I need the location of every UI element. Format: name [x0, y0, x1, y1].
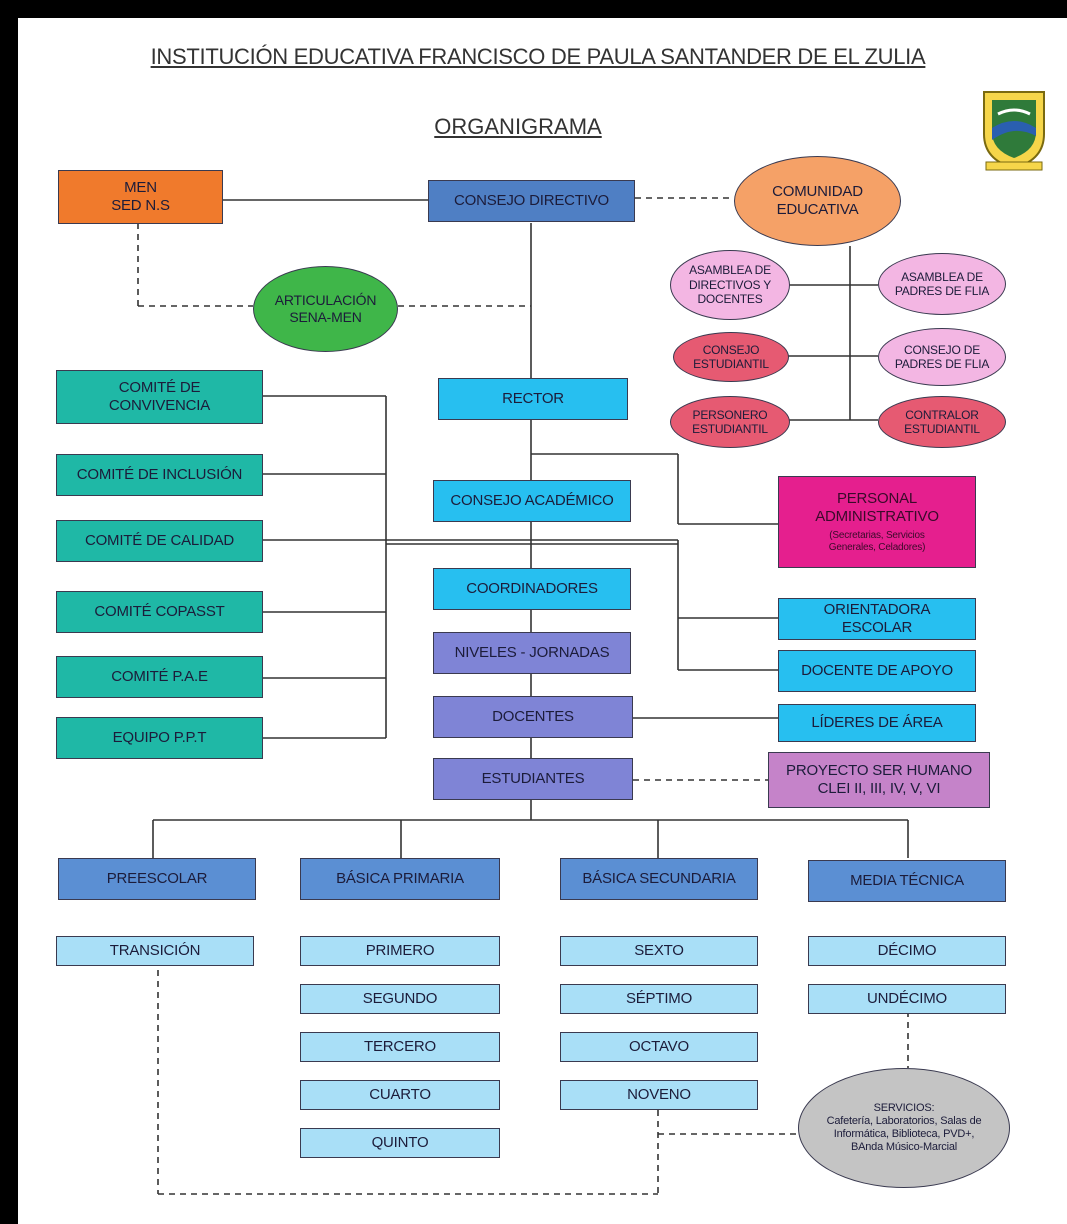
- decimo-box: DÉCIMO: [808, 936, 1006, 966]
- comite-calidad-box: COMITÉ DE CALIDAD: [56, 520, 263, 562]
- sexto-box: SEXTO: [560, 936, 758, 966]
- asamblea-directivos-ellipse: ASAMBLEA DE DIRECTIVOS Y DOCENTES: [670, 250, 790, 320]
- media-tecnica-box: MEDIA TÉCNICA: [808, 860, 1006, 902]
- comite-convivencia-box: COMITÉ DE CONVIVENCIA: [56, 370, 263, 424]
- consejo-academico-box: CONSEJO ACADÉMICO: [433, 480, 631, 522]
- basica-secundaria-box: BÁSICA SECUNDARIA: [560, 858, 758, 900]
- comite-pae-box: COMITÉ P.A.E: [56, 656, 263, 698]
- comite-copasst-box: COMITÉ COPASST: [56, 591, 263, 633]
- cuarto-box: CUARTO: [300, 1080, 500, 1110]
- consejo-padres-ellipse: CONSEJO DE PADRES DE FLIA: [878, 328, 1006, 386]
- quinto-box: QUINTO: [300, 1128, 500, 1158]
- septimo-box: SÉPTIMO: [560, 984, 758, 1014]
- contralor-estudiantil-ellipse: CONTRALOR ESTUDIANTIL: [878, 396, 1006, 448]
- comunidad-educativa-ellipse: COMUNIDAD EDUCATIVA: [734, 156, 901, 246]
- men-sed-box: MEN SED N.S: [58, 170, 223, 224]
- asamblea-padres-ellipse: ASAMBLEA DE PADRES DE FLIA: [878, 253, 1006, 315]
- lideres-area-box: LÍDERES DE ÁREA: [778, 704, 976, 742]
- personal-admin-detail: (Secretarias, Servicios Generales, Celad…: [828, 530, 926, 553]
- consejo-estudiantil-ellipse: CONSEJO ESTUDIANTIL: [673, 332, 789, 382]
- rector-box: RECTOR: [438, 378, 628, 420]
- undecimo-box: UNDÉCIMO: [808, 984, 1006, 1014]
- docentes-box: DOCENTES: [433, 696, 633, 738]
- estudiantes-box: ESTUDIANTES: [433, 758, 633, 800]
- primero-box: PRIMERO: [300, 936, 500, 966]
- segundo-box: SEGUNDO: [300, 984, 500, 1014]
- chart-subtitle: ORGANIGRAMA: [434, 114, 602, 139]
- comite-inclusion-box: COMITÉ DE INCLUSIÓN: [56, 454, 263, 496]
- equipo-ppt-box: EQUIPO P.P.T: [56, 717, 263, 759]
- personero-estudiantil-ellipse: PERSONERO ESTUDIANTIL: [670, 396, 790, 448]
- noveno-box: NOVENO: [560, 1080, 758, 1110]
- docente-apoyo-box: DOCENTE DE APOYO: [778, 650, 976, 692]
- consejo-directivo-box: CONSEJO DIRECTIVO: [428, 180, 635, 222]
- proyecto-ser-humano-box: PROYECTO SER HUMANO CLEI II, III, IV, V,…: [768, 752, 990, 808]
- school-crest-logo: [978, 84, 1050, 172]
- institution-title: INSTITUCIÓN EDUCATIVA FRANCISCO DE PAULA…: [150, 44, 926, 69]
- org-chart-canvas: INSTITUCIÓN EDUCATIVA FRANCISCO DE PAULA…: [18, 18, 1067, 1224]
- preescolar-box: PREESCOLAR: [58, 858, 256, 900]
- basica-primaria-box: BÁSICA PRIMARIA: [300, 858, 500, 900]
- octavo-box: OCTAVO: [560, 1032, 758, 1062]
- coordinadores-box: COORDINADORES: [433, 568, 631, 610]
- articulacion-sena-ellipse: ARTICULACIÓN SENA-MEN: [253, 266, 398, 352]
- tercero-box: TERCERO: [300, 1032, 500, 1062]
- personal-admin-label: PERSONAL ADMINISTRATIVO: [815, 490, 939, 525]
- servicios-ellipse: SERVICIOS: Cafetería, Laboratorios, Sala…: [798, 1068, 1010, 1188]
- personal-administrativo-box: PERSONAL ADMINISTRATIVO (Secretarias, Se…: [778, 476, 976, 568]
- transicion-box: TRANSICIÓN: [56, 936, 254, 966]
- orientadora-escolar-box: ORIENTADORA ESCOLAR: [778, 598, 976, 640]
- niveles-jornadas-box: NIVELES - JORNADAS: [433, 632, 631, 674]
